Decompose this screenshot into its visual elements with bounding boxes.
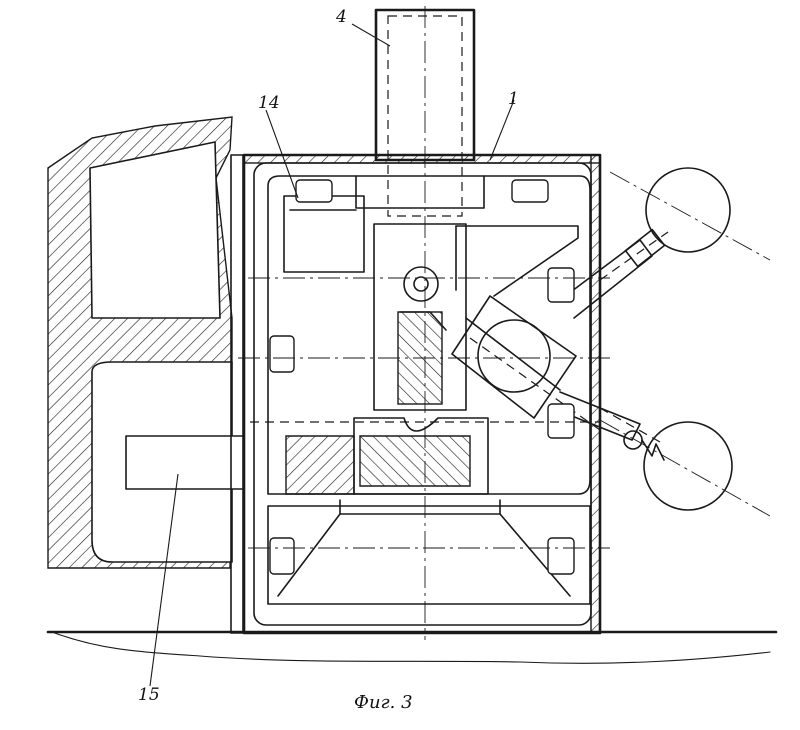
label-bracket: 15 [138,685,160,705]
figure-caption: Фиг. 3 [354,692,413,713]
inner-frame [268,176,590,604]
ground-line [48,632,776,663]
lever-lower [552,392,770,516]
label-rod: 4 [335,7,347,27]
label-block: 14 [258,93,280,113]
rotating-head [452,296,600,430]
label-housing: 1 [508,89,519,109]
wall-section [48,117,244,568]
